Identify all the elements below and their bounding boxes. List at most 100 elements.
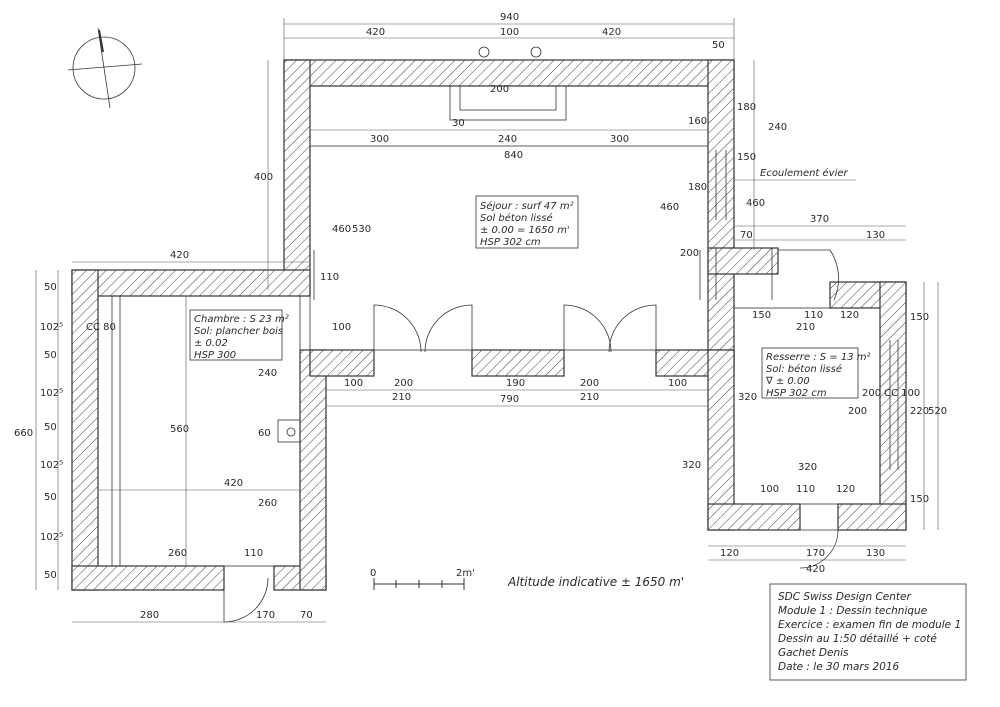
- title-line3: Exercice : examen fin de module 1: [778, 619, 961, 631]
- room-label-chambre: Chambre : S 23 m² Sol: plancher bois ± 0…: [189, 309, 289, 361]
- dim-bot-190: 190: [506, 378, 525, 389]
- dim-top-right: 420: [602, 27, 621, 38]
- dim-row-840: 840: [504, 150, 523, 161]
- dim-left-1025d: 102⁵: [40, 532, 63, 543]
- dim-h-400: 400: [254, 172, 273, 183]
- ecoulement-label: Ecoulement évier: [760, 167, 849, 179]
- dim-top-corner: 50: [712, 40, 725, 51]
- dim-r-160: 160: [688, 116, 707, 127]
- dim-r-460b: 460: [746, 198, 765, 209]
- sejour-line2: Sol béton lissé: [480, 212, 553, 224]
- dim-bot-100b: 100: [668, 378, 687, 389]
- title-line4: Dessin au 1:50 détaillé + coté: [778, 633, 937, 645]
- dimension-lines: [35, 18, 939, 623]
- dim-r-370: 370: [810, 214, 829, 225]
- dim-r-130: 130: [866, 230, 885, 241]
- dim-bot-210b: 210: [580, 392, 599, 403]
- dim-rs-150: 150: [752, 310, 771, 321]
- sejour-line4: HSP 302 cm: [480, 237, 541, 248]
- dim-r-200: 200: [680, 248, 699, 259]
- chambre-line4: HSP 300: [194, 350, 236, 361]
- resserre-line3: ∇ ± 0.00: [765, 376, 810, 387]
- altitude-label: Altitude indicative ± 1650 m': [507, 575, 684, 589]
- scale-zero: 0: [370, 568, 376, 579]
- dim-ch-420: 420: [224, 478, 243, 489]
- dim-r-150: 150: [737, 152, 756, 163]
- dim-r-240: 240: [768, 122, 787, 133]
- dim-top-mid: 100: [500, 27, 519, 38]
- dim-niche: 200: [490, 84, 509, 95]
- dim-rs-120c: 120: [720, 548, 739, 559]
- room-label-sejour: Séjour : surf 47 m² Sol béton lissé ± 0.…: [475, 195, 579, 249]
- dim-ch-170: 170: [256, 610, 275, 621]
- dim-ch-560: 560: [170, 424, 189, 435]
- title-block: SDC Swiss Design Center Module 1 : Dessi…: [769, 583, 967, 681]
- title-line2: Module 1 : Dessin technique: [778, 605, 927, 617]
- dim-bot-100a: 100: [344, 378, 363, 389]
- sejour-line3: ± 0.00 = 1650 m': [480, 225, 570, 236]
- resserre-line4: HSP 302 cm: [766, 388, 827, 399]
- dim-left-1025c: 102⁵: [40, 460, 63, 471]
- dim-h-110: 110: [320, 272, 339, 283]
- dim-ch-110: 110: [244, 548, 263, 559]
- resserre-line1: Resserre : S = 13 m²: [766, 352, 871, 363]
- dim-r-460: 460: [660, 202, 679, 213]
- dim-row-300b: 300: [610, 134, 629, 145]
- dim-rs-170: 170: [806, 548, 825, 559]
- dim-rs-100: 100: [760, 484, 779, 495]
- dim-left-50b: 50: [44, 350, 57, 361]
- dim-rs-210: 210: [796, 322, 815, 333]
- north-arrow-icon: [67, 27, 143, 109]
- dim-r-70: 70: [740, 230, 753, 241]
- chambre-line2: Sol: plancher bois: [194, 326, 283, 337]
- dim-left-50c: 50: [44, 422, 57, 433]
- dim-ch-260: 260: [258, 498, 277, 509]
- dim-ch-70: 70: [300, 610, 313, 621]
- dim-rs-v320: 320: [682, 460, 701, 471]
- dim-left-50e: 50: [44, 570, 57, 581]
- dim-rs-110b: 110: [796, 484, 815, 495]
- dim-left-420: 420: [170, 250, 189, 261]
- dim-rs-110: 110: [804, 310, 823, 321]
- dim-rs-320b: 320: [798, 462, 817, 473]
- dim-rs-200: 200: [848, 406, 867, 417]
- dim-h-100: 100: [332, 322, 351, 333]
- dim-row-300a: 300: [370, 134, 389, 145]
- dim-rs-420: 420: [806, 564, 825, 575]
- dim-r-180b: 180: [737, 102, 756, 113]
- dim-left-1025a: 102⁵: [40, 322, 63, 333]
- dim-bot-200a: 200: [394, 378, 413, 389]
- chambre-line3: ± 0.02: [194, 338, 228, 349]
- chambre-line1: Chambre : S 23 m²: [194, 314, 289, 325]
- dim-ch-280: 280: [140, 610, 159, 621]
- dim-bot-790: 790: [500, 394, 519, 405]
- dim-left-1025b: 102⁵: [40, 388, 63, 399]
- dim-rs-v220: 220: [910, 406, 929, 417]
- dim-rs-120b: 120: [836, 484, 855, 495]
- dim-left-660: 660: [14, 428, 33, 439]
- dim-r-180: 180: [688, 182, 707, 193]
- dim-bot-200b: 200: [580, 378, 599, 389]
- dim-ch-60: 60: [258, 428, 271, 439]
- scale-bar: 0 2m': [370, 568, 475, 590]
- room-label-resserre: Resserre : S = 13 m² Sol: béton lissé ∇ …: [761, 347, 871, 399]
- dim-bot-210a: 210: [392, 392, 411, 403]
- dim-h-530: 530: [352, 224, 371, 235]
- scale-two: 2m': [456, 568, 475, 579]
- resserre-line2: Sol: béton lissé: [766, 363, 842, 375]
- title-line1: SDC Swiss Design Center: [778, 591, 911, 603]
- dim-rs-v150b: 150: [910, 494, 929, 505]
- dim-ch-240: 240: [258, 368, 277, 379]
- dim-rs-v200: 200: [862, 388, 881, 399]
- sejour-line1: Séjour : surf 47 m²: [480, 200, 574, 212]
- dim-ch-260b: 260: [168, 548, 187, 559]
- dim-left-50d: 50: [44, 492, 57, 503]
- dim-rs-cc: CC 100: [884, 388, 920, 399]
- title-line5: Gachet Denis: [778, 647, 849, 659]
- dim-rs-130: 130: [866, 548, 885, 559]
- dimension-labels: 940 420 100 420 50 200 30 300 240 300 84…: [14, 12, 947, 621]
- walls: [71, 59, 907, 591]
- title-line6: Date : le 30 mars 2016: [778, 661, 900, 673]
- dim-top-left: 420: [366, 27, 385, 38]
